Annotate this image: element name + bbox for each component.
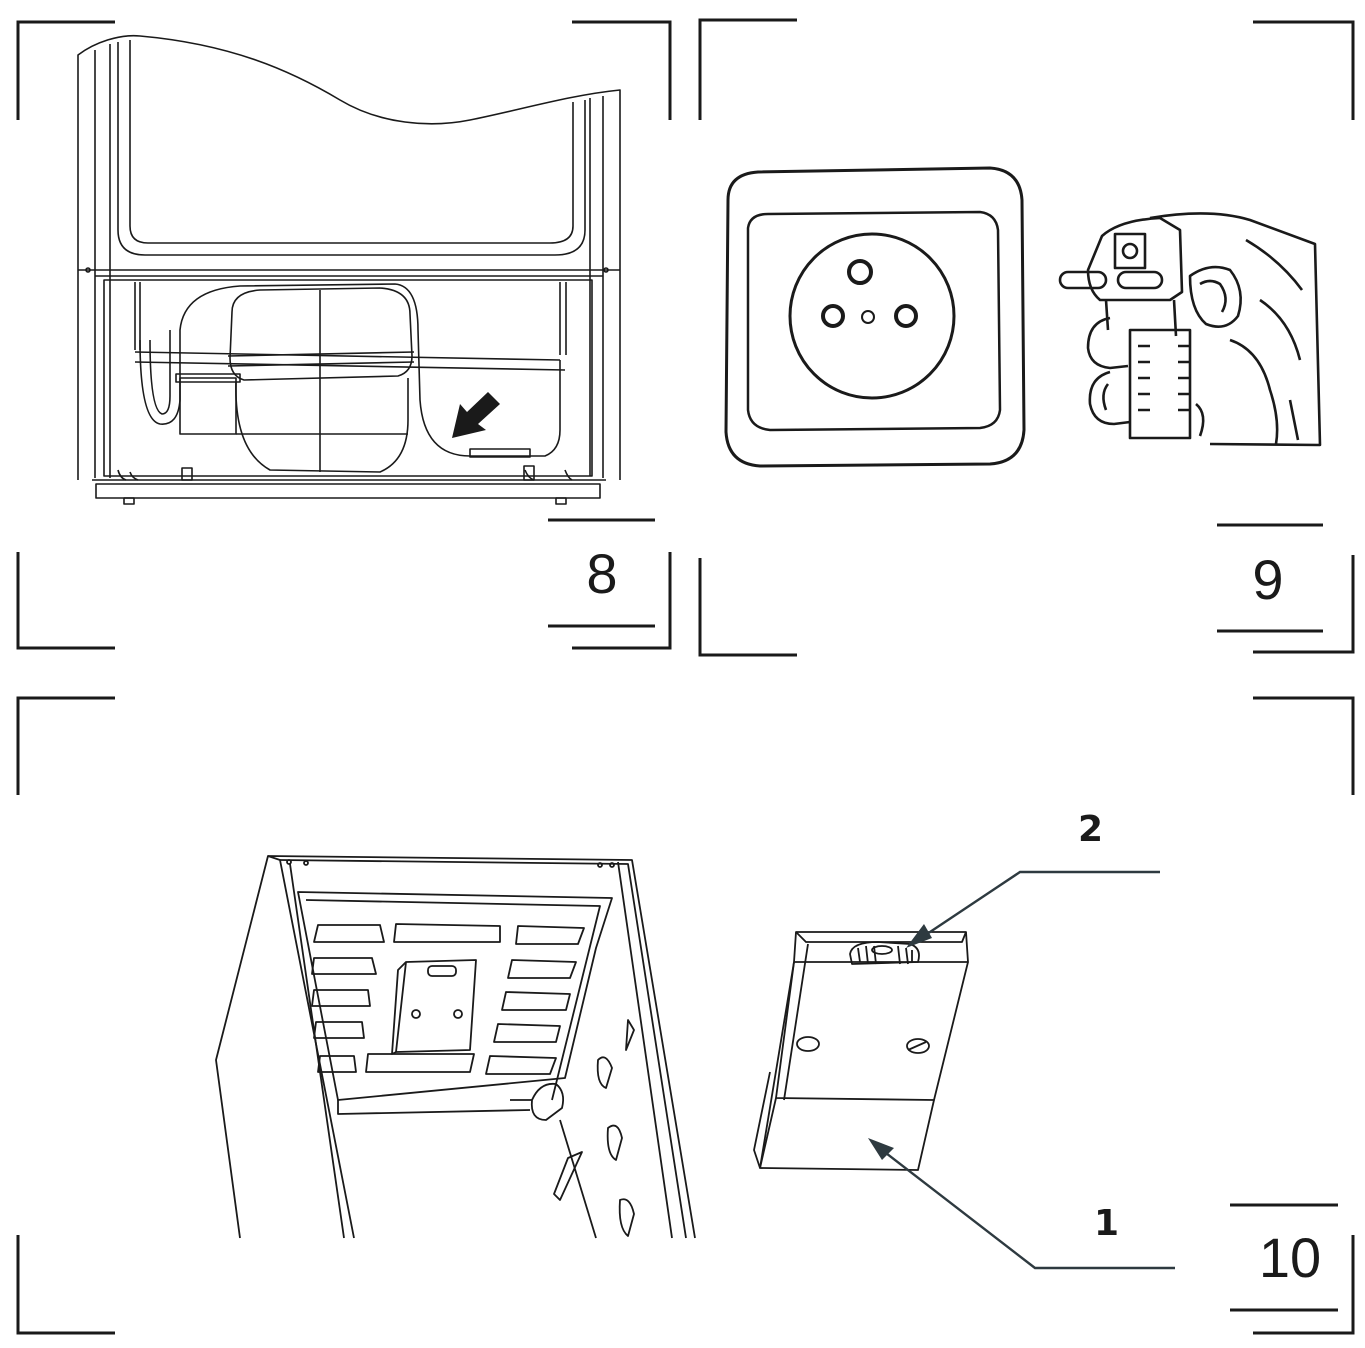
wall-socket — [724, 166, 1026, 468]
arrow-icon — [452, 392, 500, 438]
figure-8-number: 8 — [586, 542, 618, 605]
figure-9-number: 9 — [1252, 548, 1284, 611]
compressor-cabinet-illustration — [77, 34, 621, 505]
callout-2-arrowhead — [906, 924, 932, 948]
figure-9-panel: 9 — [690, 0, 1365, 670]
plug-in-hand — [1058, 212, 1322, 447]
figure-9-frame — [698, 18, 1355, 657]
callout-leaders — [881, 870, 1175, 1270]
cabinet-and-cover-illustration — [215, 855, 1175, 1270]
figure-8-panel: 8 — [0, 0, 680, 660]
figure-10-panel: 2 1 10 — [0, 680, 1365, 1348]
callout-2-label: 2 — [1078, 809, 1104, 850]
callout-1-label: 1 — [1094, 1203, 1120, 1244]
socket-and-plug-illustration — [724, 166, 1322, 468]
thermostat-cover — [753, 931, 969, 1171]
cabinet-underside — [215, 855, 696, 1239]
figure-10-number: 10 — [1258, 1226, 1322, 1289]
figure-8-frame — [16, 20, 672, 650]
figure-10-frame — [16, 696, 1355, 1335]
callout-1-arrowhead — [868, 1138, 894, 1160]
